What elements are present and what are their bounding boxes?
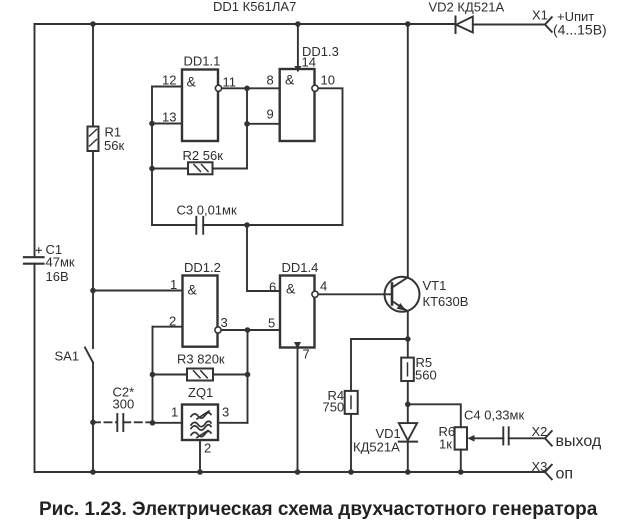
svg-text:4: 4	[320, 279, 327, 294]
svg-text:+Uпит: +Uпит	[557, 9, 594, 24]
svg-text:(4...15В): (4...15В)	[553, 22, 607, 38]
svg-text:C3 0,01мк: C3 0,01мк	[177, 203, 237, 218]
svg-text:R3 820к: R3 820к	[177, 352, 225, 367]
svg-text:750: 750	[323, 400, 345, 415]
svg-text:14: 14	[302, 55, 316, 70]
svg-text:&: &	[187, 74, 197, 90]
svg-text:2: 2	[169, 314, 176, 329]
svg-text:C1: C1	[46, 242, 63, 257]
svg-text:7: 7	[303, 347, 310, 362]
svg-text:R2 56к: R2 56к	[183, 148, 224, 163]
svg-text:1: 1	[171, 405, 178, 420]
svg-text:6: 6	[269, 280, 276, 295]
svg-text:12: 12	[162, 73, 176, 88]
svg-text:8: 8	[267, 73, 274, 88]
svg-text:R4: R4	[328, 388, 345, 403]
svg-text:9: 9	[267, 107, 274, 122]
svg-text:&: &	[285, 72, 295, 88]
svg-text:560: 560	[415, 368, 437, 383]
svg-text:ZQ1: ZQ1	[188, 385, 213, 400]
svg-text:DD1.3: DD1.3	[302, 44, 339, 59]
svg-text:3: 3	[222, 405, 229, 420]
svg-text:R6: R6	[439, 424, 456, 439]
svg-text:VT1: VT1	[423, 278, 447, 293]
svg-text:R1: R1	[105, 125, 122, 140]
svg-text:&: &	[188, 282, 198, 298]
svg-text:11: 11	[223, 75, 237, 90]
svg-text:R5: R5	[416, 355, 433, 370]
svg-text:VD1: VD1	[376, 426, 401, 441]
svg-text:Рис. 1.23. Электрическая схема: Рис. 1.23. Электрическая схема двухчасто…	[39, 499, 598, 520]
svg-text:3: 3	[221, 315, 228, 330]
svg-text:56к: 56к	[104, 138, 124, 153]
svg-text:5: 5	[268, 316, 275, 331]
svg-text:КТ630В: КТ630В	[423, 294, 469, 309]
svg-text:47мк: 47мк	[46, 255, 75, 270]
svg-text:C4 0,33мк: C4 0,33мк	[464, 408, 524, 423]
svg-text:DD1.4: DD1.4	[282, 260, 319, 275]
svg-text:X2: X2	[532, 424, 548, 439]
svg-text:X3: X3	[532, 459, 548, 474]
svg-text:2: 2	[204, 441, 211, 456]
svg-text:оп: оп	[556, 466, 574, 483]
svg-text:C2*: C2*	[113, 385, 135, 400]
svg-text:10: 10	[321, 73, 335, 88]
svg-text:DD1.1: DD1.1	[184, 54, 221, 69]
svg-text:300: 300	[113, 397, 135, 412]
svg-text:X1: X1	[532, 8, 548, 23]
svg-text:КД521А: КД521А	[353, 440, 400, 455]
svg-text:VD2 КД521А: VD2 КД521А	[429, 0, 505, 15]
svg-text:SA1: SA1	[55, 349, 80, 364]
svg-text:&: &	[286, 281, 296, 297]
svg-text:DD1.2: DD1.2	[184, 260, 221, 275]
svg-text:1к: 1к	[439, 437, 452, 452]
svg-text:DD1 К561ЛА7: DD1 К561ЛА7	[213, 0, 296, 14]
svg-text:выход: выход	[556, 433, 602, 450]
svg-text:13: 13	[162, 110, 176, 125]
svg-text:16В: 16В	[46, 269, 69, 284]
svg-text:1: 1	[170, 277, 177, 292]
